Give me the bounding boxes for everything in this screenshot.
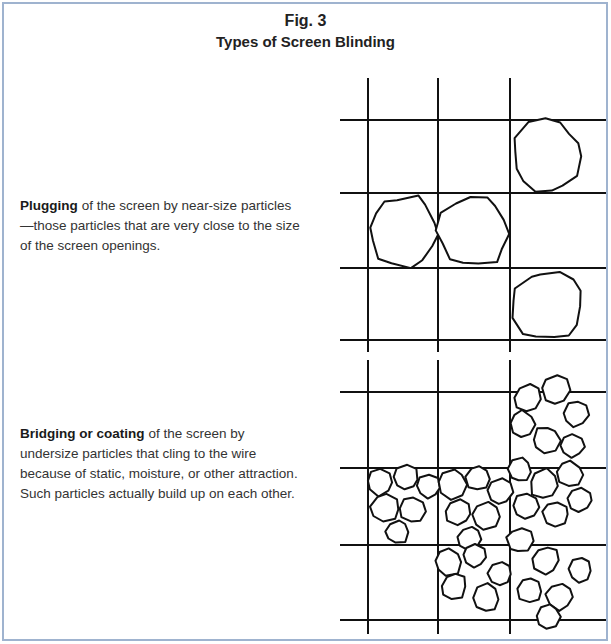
particle	[513, 272, 581, 337]
particle	[568, 488, 592, 512]
particles	[368, 118, 592, 628]
figure-title: Types of Screen Blinding	[0, 32, 611, 52]
figure-heading: Fig. 3 Types of Screen Blinding	[0, 10, 611, 52]
particle	[531, 468, 558, 498]
particle	[400, 498, 426, 522]
particle	[473, 583, 498, 611]
particle	[442, 574, 465, 599]
particle	[511, 410, 536, 437]
particle	[368, 469, 392, 497]
particle	[514, 384, 540, 411]
particle	[508, 458, 531, 481]
particle	[370, 494, 398, 522]
particle	[542, 503, 567, 527]
particle	[488, 562, 511, 585]
particle	[557, 461, 583, 486]
particle	[564, 402, 589, 427]
figure-frame	[3, 3, 607, 640]
particle	[439, 470, 467, 500]
particle	[517, 579, 541, 603]
particle	[472, 502, 500, 530]
particle	[436, 548, 462, 575]
particle	[513, 494, 539, 519]
particle	[506, 528, 533, 551]
particle	[417, 475, 440, 499]
particle	[488, 478, 514, 504]
particle	[394, 465, 418, 490]
particle	[560, 434, 585, 458]
particle	[385, 521, 408, 543]
particle	[464, 544, 487, 568]
description: Bridging or coatingof the screen by unde…	[20, 424, 300, 504]
screen-mesh	[340, 360, 606, 634]
particle	[569, 558, 591, 583]
screen-mesh	[340, 78, 606, 352]
figure-number: Fig. 3	[0, 10, 611, 32]
particle	[542, 375, 570, 404]
particle	[446, 499, 470, 525]
particle	[436, 197, 510, 264]
particle	[534, 428, 561, 453]
particle	[370, 196, 438, 269]
description: Pluggingof the screen by near-size parti…	[20, 196, 300, 256]
particle	[515, 118, 582, 192]
particle	[465, 466, 490, 489]
particle	[537, 604, 561, 628]
particle	[532, 548, 558, 575]
term: Plugging	[20, 198, 78, 213]
term: Bridging or coating	[20, 426, 145, 441]
